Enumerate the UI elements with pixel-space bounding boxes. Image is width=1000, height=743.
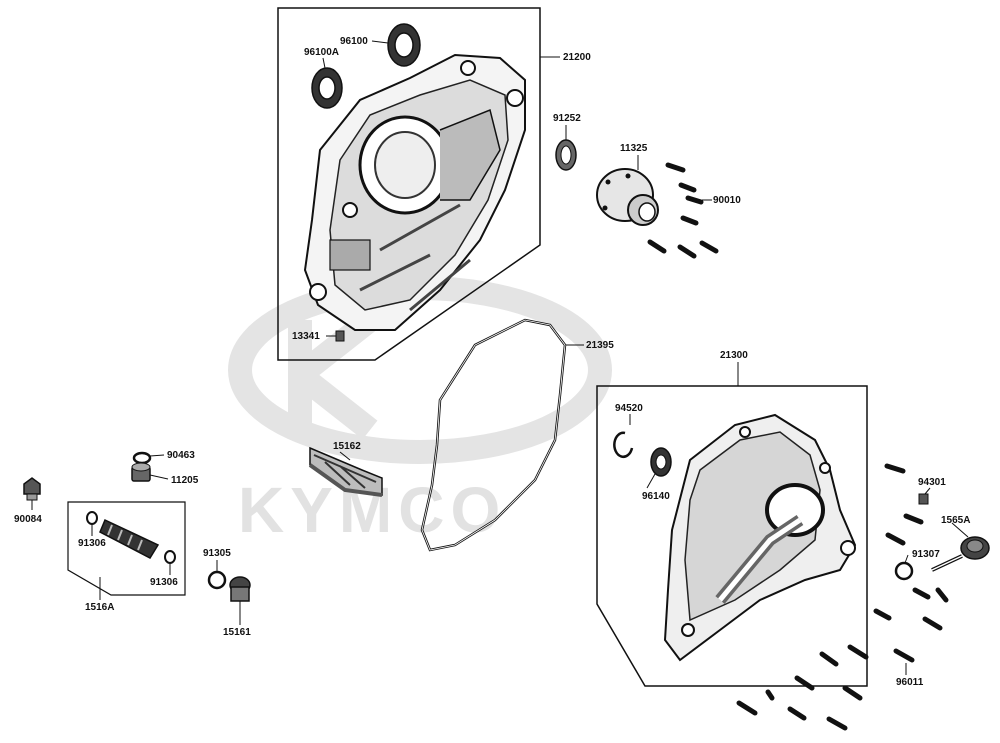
bolt-group-90010 <box>647 162 719 259</box>
dipstick-1565A <box>931 536 990 572</box>
bearing-96100 <box>387 23 421 67</box>
label-91305: 91305 <box>203 548 231 559</box>
label-15161: 15161 <box>223 627 251 638</box>
label-91307: 91307 <box>912 549 940 560</box>
flange-11325 <box>596 168 659 226</box>
bearing-96140 <box>650 447 672 477</box>
group-box-1516A <box>67 501 186 596</box>
bolt-group-96011 <box>736 463 949 731</box>
label-21300: 21300 <box>720 350 748 361</box>
label-21200: 21200 <box>563 52 591 63</box>
label-94301: 94301 <box>918 477 946 488</box>
oil-filter-1516A <box>86 511 176 564</box>
label-11325: 11325 <box>620 143 648 154</box>
oring-90463 <box>132 451 152 465</box>
label-96100A: 96100A <box>304 47 340 58</box>
label-96011: 96011 <box>896 677 924 688</box>
label-91306-upper: 91306 <box>78 538 106 549</box>
plug-11205 <box>131 462 151 482</box>
label-11205: 11205 <box>171 475 199 486</box>
label-90084: 90084 <box>14 514 42 525</box>
label-21395: 21395 <box>586 340 614 351</box>
crankcase-cover-21300 <box>663 413 857 662</box>
dowel-13341 <box>335 330 345 342</box>
watermark-logo <box>228 276 612 464</box>
label-90010: 90010 <box>713 195 741 206</box>
plug-15161 <box>229 576 251 602</box>
oil-seal-91252 <box>555 139 577 171</box>
crankcase-left-21200 <box>303 53 526 331</box>
label-90463: 90463 <box>167 450 195 461</box>
circlip-94520 <box>613 431 634 458</box>
label-1516A: 1516A <box>85 602 115 613</box>
label-91252: 91252 <box>553 113 581 124</box>
group-box-21200 <box>277 7 541 361</box>
label-1565A: 1565A <box>941 515 971 526</box>
dowel-94301 <box>918 493 929 505</box>
label-13341: 13341 <box>292 331 320 342</box>
label-94520: 94520 <box>615 403 643 414</box>
strainer-15162 <box>308 446 383 497</box>
label-91306-lower: 91306 <box>150 577 178 588</box>
label-15162: 15162 <box>333 441 361 452</box>
label-96100: 96100 <box>340 36 368 47</box>
drain-bolt-90084 <box>23 477 41 501</box>
label-96140: 96140 <box>642 491 670 502</box>
oring-91305 <box>207 570 227 590</box>
group-box-21300 <box>596 385 868 687</box>
oring-91307 <box>894 561 914 581</box>
bearing-96100A <box>311 67 343 109</box>
